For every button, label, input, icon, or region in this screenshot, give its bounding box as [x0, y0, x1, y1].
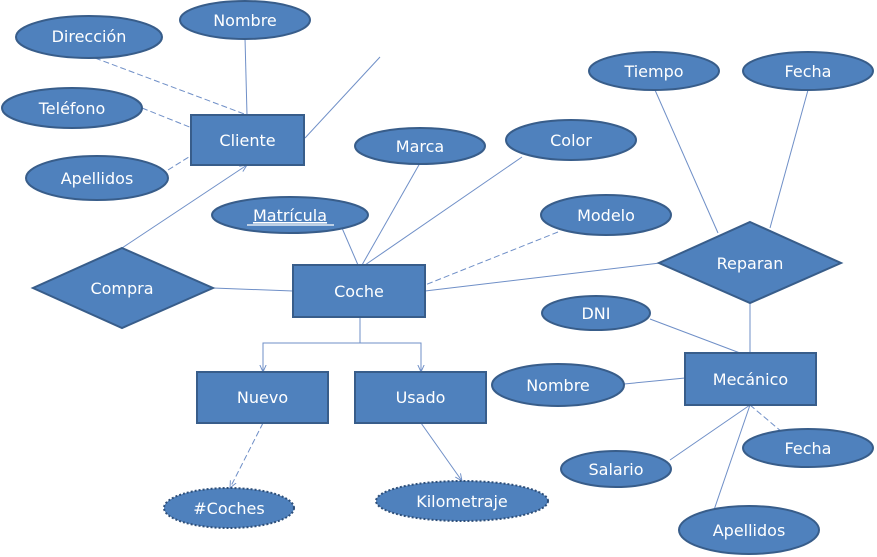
attribute-coches-label: #Coches	[193, 499, 264, 518]
entity-nuevo-label: Nuevo	[237, 388, 288, 407]
connector-apellidos-cliente	[167, 154, 193, 171]
attribute-kilometraje-label: Kilometraje	[416, 492, 508, 511]
connector-usado-kilometraje	[420, 422, 462, 481]
attribute-modelo-label: Modelo	[577, 206, 635, 225]
attribute-matricula-label: Matrícula	[253, 206, 327, 225]
connector-fecha-mecanico	[749, 404, 783, 433]
connector-modelo-coche	[424, 231, 559, 286]
connector-coche-nuevo	[263, 317, 361, 372]
connector-direccion-cliente	[94, 57, 248, 116]
connectors	[94, 37, 809, 511]
attribute-color-label: Color	[550, 131, 592, 150]
attribute-telefono: Teléfono	[1, 87, 143, 129]
entity-mecanico: Mecánico	[684, 352, 817, 406]
attribute-fecha-reparan-label: Fecha	[785, 62, 832, 81]
connector-marca-coche	[361, 162, 421, 266]
attribute-coches: #Coches	[163, 487, 295, 529]
entity-coche: Coche	[292, 264, 426, 318]
attribute-apellidos-mecanico: Apellidos	[678, 505, 820, 555]
entity-mecanico-label: Mecánico	[713, 370, 788, 389]
entity-cliente-label: Cliente	[219, 131, 275, 150]
connector-nombre-cliente	[244, 37, 248, 116]
attribute-tiempo-label: Tiempo	[623, 62, 683, 81]
relationship-compra-label: Compra	[90, 279, 153, 298]
connector-cliente-stray	[304, 56, 381, 139]
connector-dni-mecanico	[649, 318, 741, 354]
connector-nuevo-coches	[230, 422, 264, 488]
attribute-fecha-mecanico: Fecha	[742, 428, 874, 468]
connector-coche-reparan	[424, 262, 661, 292]
connector-coche-usado	[360, 342, 421, 372]
attribute-apellidos-cliente: Apellidos	[25, 155, 169, 201]
attribute-direccion-label: Dirección	[52, 27, 127, 46]
entity-usado: Usado	[354, 371, 487, 424]
attribute-matricula: Matrícula	[211, 196, 369, 234]
connector-compra-coche	[212, 287, 294, 292]
attribute-dni-label: DNI	[581, 304, 610, 323]
connector-compra-cliente	[121, 165, 247, 249]
attribute-nombre-mecanico-label: Nombre	[526, 376, 590, 395]
relationship-reparan: Reparan	[656, 220, 844, 305]
entity-usado-label: Usado	[396, 388, 446, 407]
connector-salario-mecanico	[669, 404, 751, 461]
attribute-salario: Salario	[560, 450, 672, 488]
attribute-fecha-reparan: Fecha	[742, 51, 874, 91]
attribute-marca: Marca	[354, 127, 486, 165]
attribute-tiempo: Tiempo	[588, 51, 720, 91]
relationship-compra: Compra	[30, 246, 216, 330]
attribute-nombre-cliente-label: Nombre	[213, 11, 277, 30]
attribute-marca-label: Marca	[396, 137, 444, 156]
connector-matricula-coche	[341, 227, 359, 266]
connector-color-coche	[364, 156, 523, 266]
entity-nuevo: Nuevo	[196, 371, 329, 424]
attribute-kilometraje: Kilometraje	[375, 480, 549, 522]
attribute-apellidos-mecanico-label: Apellidos	[713, 521, 786, 540]
attribute-fecha-mecanico-label: Fecha	[785, 439, 832, 458]
attribute-color: Color	[505, 119, 637, 161]
attribute-nombre-mecanico: Nombre	[491, 363, 625, 407]
connector-apellidos-mecanico	[713, 404, 751, 511]
attribute-telefono-label: Teléfono	[38, 99, 106, 118]
connector-nombre-mecanico	[623, 377, 686, 385]
connector-fecha-reparan	[769, 89, 809, 229]
attribute-direccion: Dirección	[15, 15, 163, 59]
relationship-reparan-label: Reparan	[717, 254, 784, 273]
entity-cliente: Cliente	[190, 114, 305, 166]
attribute-apellidos-cliente-label: Apellidos	[61, 169, 134, 188]
attribute-dni: DNI	[541, 295, 651, 331]
attribute-salario-label: Salario	[588, 460, 643, 479]
attribute-nombre-cliente: Nombre	[179, 0, 311, 40]
entity-coche-label: Coche	[334, 282, 384, 301]
connector-tiempo-reparan	[654, 89, 719, 234]
attribute-modelo: Modelo	[540, 194, 672, 236]
connector-telefono-cliente	[141, 107, 193, 129]
